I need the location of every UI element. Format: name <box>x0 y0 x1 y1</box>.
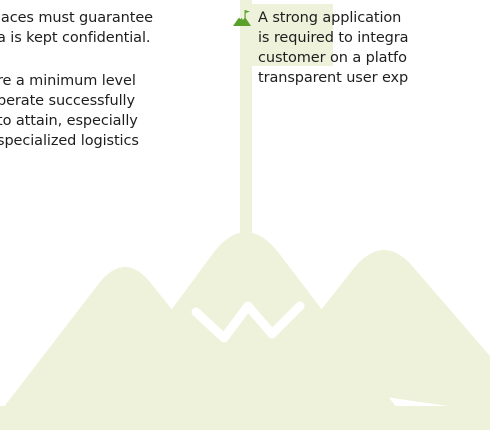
text-line: a is kept confidential. <box>0 30 151 46</box>
text-line: A strong application <box>258 10 402 26</box>
snow-cap <box>191 301 305 343</box>
mountain-base <box>0 406 490 430</box>
text-line: laces must guarantee <box>0 10 153 26</box>
flag-pole <box>240 0 252 258</box>
right-paragraph: A strong application is required to inte… <box>258 8 409 88</box>
flag <box>252 4 333 66</box>
text-line: to attain, especially <box>0 113 138 129</box>
text-line: perate successfully <box>0 93 135 109</box>
text-line: customer on a platfo <box>258 50 407 66</box>
text-line: transparent user exp <box>258 70 409 86</box>
text-line: specialized logistics <box>0 133 139 149</box>
left-paragraph-2: re a minimum level perate successfully t… <box>0 71 139 151</box>
text-line: re a minimum level <box>0 73 136 89</box>
main-mountain <box>96 232 400 412</box>
text-line: is required to integra <box>258 30 409 46</box>
mountain-summit-icon <box>233 10 251 26</box>
left-paragraph-1: laces must guarantee a is kept confident… <box>0 8 153 48</box>
